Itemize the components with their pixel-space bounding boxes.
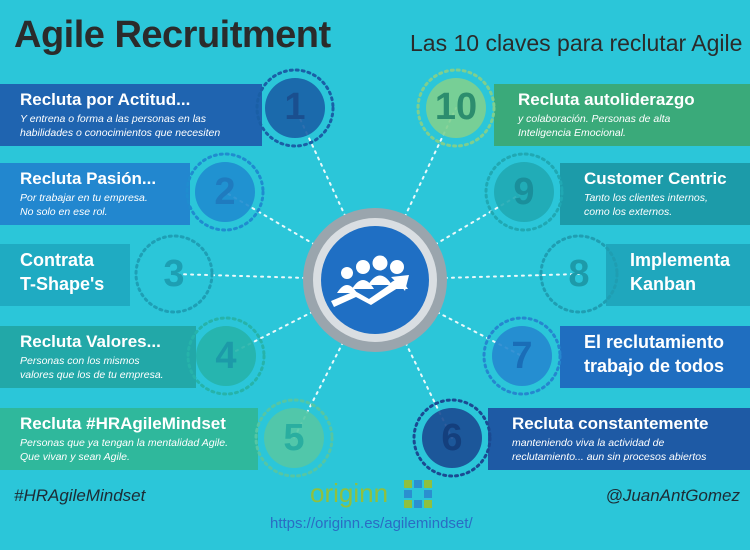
key-4-title: Recluta Valores... xyxy=(20,332,161,351)
key-8-title-line2: Kanban xyxy=(630,274,697,294)
key-7-title-line2: trabajo de todos xyxy=(584,356,725,376)
key-number-1: 1 xyxy=(284,86,306,128)
key-card-bg-10 xyxy=(494,84,750,146)
key-number-9: 9 xyxy=(513,171,535,213)
key-9-title: Customer Centric xyxy=(584,169,727,188)
key-circle-ring-5 xyxy=(254,398,334,478)
key-10-desc-line: y colaboración. Personas de alta xyxy=(518,113,671,125)
key-6-desc: manteniendo viva la actividad de recluta… xyxy=(512,436,746,464)
key-card-bg-6 xyxy=(488,408,750,470)
key-circle-ring-2 xyxy=(185,152,265,232)
key-circle-ring-3 xyxy=(134,234,214,314)
key-9-desc: Tanto los clientes internos, como los ex… xyxy=(584,191,746,219)
key-6-desc-line: manteniendo viva la actividad de xyxy=(512,437,665,449)
key-4-desc-line: valores que los de tu empresa. xyxy=(20,369,164,381)
key-10-title: Recluta autoliderazgo xyxy=(518,90,695,109)
key-number-10: 10 xyxy=(434,86,478,128)
key-1-title: Recluta por Actitud... xyxy=(20,90,191,109)
key-circle-ring-6 xyxy=(412,398,492,478)
page-title: Agile Recruitment xyxy=(14,14,331,56)
key-circle-fill-4 xyxy=(196,326,256,386)
key-number-7: 7 xyxy=(511,335,533,377)
key-card-10: Recluta autoliderazgo y colaboración. Pe… xyxy=(506,84,746,146)
key-6-desc-line: reclutamiento... aun sin procesos abiert… xyxy=(512,451,707,463)
key-card-2: Recluta Pasión... Por trabajar en tu emp… xyxy=(10,163,190,225)
key-circle-fill-10 xyxy=(426,78,486,138)
key-4-desc-line: Personas con los mismos xyxy=(20,355,140,367)
key-card-8: Implementa Kanban xyxy=(620,244,746,306)
key-2-desc-line: No solo en ese rol. xyxy=(20,206,108,218)
footer-url-link[interactable]: https://originn.es/agilemindset/ xyxy=(270,515,473,532)
key-circle-ring-1 xyxy=(255,68,335,148)
brand-logo-icon xyxy=(404,480,432,508)
key-card-bg-3 xyxy=(0,244,130,306)
connector-line-3 xyxy=(173,273,376,281)
key-card-bg-7 xyxy=(560,326,750,388)
brand-logo: originn xyxy=(310,478,389,508)
key-circle-fill-2 xyxy=(195,162,255,222)
key-3-title-line2: T-Shape's xyxy=(20,274,105,294)
team-growth-icon xyxy=(331,255,409,307)
key-2-desc-line: Por trabajar en tu empresa. xyxy=(20,192,148,204)
key-card-6: Recluta constantemente manteniendo viva … xyxy=(500,408,746,470)
key-card-7: El reclutamiento trabajo de todos xyxy=(574,326,746,388)
key-card-4: Recluta Valores... Personas con los mism… xyxy=(10,326,196,388)
key-10-desc-line: Inteligencia Emocional. xyxy=(518,127,626,139)
key-number-3: 3 xyxy=(163,253,185,295)
key-card-9: Customer Centric Tanto los clientes inte… xyxy=(574,163,746,225)
key-8-title: Implementa xyxy=(630,250,731,270)
key-circle-ring-9 xyxy=(484,152,564,232)
key-number-6: 6 xyxy=(441,417,463,459)
key-card-bg-8 xyxy=(606,244,750,306)
key-circle-fill-7 xyxy=(492,326,552,386)
key-6-title: Recluta constantemente xyxy=(512,414,709,433)
key-1-desc-line: habilidades o conocimientos que necesite… xyxy=(20,127,221,139)
key-9-desc-line: Tanto los clientes internos, xyxy=(584,192,708,204)
key-circle-ring-7 xyxy=(482,316,562,396)
key-card-bg-4 xyxy=(0,326,196,388)
key-circle-fill-5 xyxy=(264,408,324,468)
key-9-desc-line: como los externos. xyxy=(584,206,673,218)
key-number-2: 2 xyxy=(214,171,236,213)
key-2-title: Recluta Pasión... xyxy=(20,169,157,188)
key-3-title: Contrata xyxy=(20,250,95,270)
key-circle-ring-10 xyxy=(416,68,496,148)
key-card-bg-9 xyxy=(560,163,750,225)
key-5-title: Recluta #HRAgileMindset xyxy=(20,414,226,433)
key-7-title: El reclutamiento xyxy=(584,332,725,352)
key-number-4: 4 xyxy=(215,335,237,377)
footer-hashtag: #HRAgileMindset xyxy=(14,486,146,505)
key-circle-fill-6 xyxy=(422,408,482,468)
key-circle-fill-9 xyxy=(494,162,554,222)
key-card-1: Recluta por Actitud... Y entrena o forma… xyxy=(10,84,262,146)
footer-handle: @JuanAntGomez xyxy=(605,486,740,505)
key-card-5: Recluta #HRAgileMindset Personas que ya … xyxy=(10,408,258,470)
key-10-desc: y colaboración. Personas de alta Intelig… xyxy=(518,112,746,140)
key-4-desc: Personas con los mismos valores que los … xyxy=(20,354,196,382)
key-number-5: 5 xyxy=(283,417,305,459)
key-5-desc: Personas que ya tengan la mentalidad Agi… xyxy=(20,436,258,464)
key-5-desc-line: Personas que ya tengan la mentalidad Agi… xyxy=(20,437,229,449)
key-card-bg-5 xyxy=(0,408,258,470)
key-5-desc-line: Que vivan y sean Agile. xyxy=(20,451,130,463)
page-subtitle: Las 10 claves para reclutar Agile xyxy=(410,30,743,56)
key-2-desc: Por trabajar en tu empresa. No solo en e… xyxy=(20,191,190,219)
key-number-8: 8 xyxy=(568,253,590,295)
key-circle-fill-1 xyxy=(265,78,325,138)
key-card-3: Contrata T-Shape's xyxy=(10,244,130,306)
key-circle-ring-4 xyxy=(186,316,266,396)
key-1-desc: Y entrena o forma a las personas en las … xyxy=(20,112,262,140)
key-1-desc-line: Y entrena o forma a las personas en las xyxy=(20,113,207,125)
key-card-bg-2 xyxy=(0,163,190,225)
key-circle-ring-8 xyxy=(539,234,619,314)
key-card-bg-1 xyxy=(0,84,262,146)
